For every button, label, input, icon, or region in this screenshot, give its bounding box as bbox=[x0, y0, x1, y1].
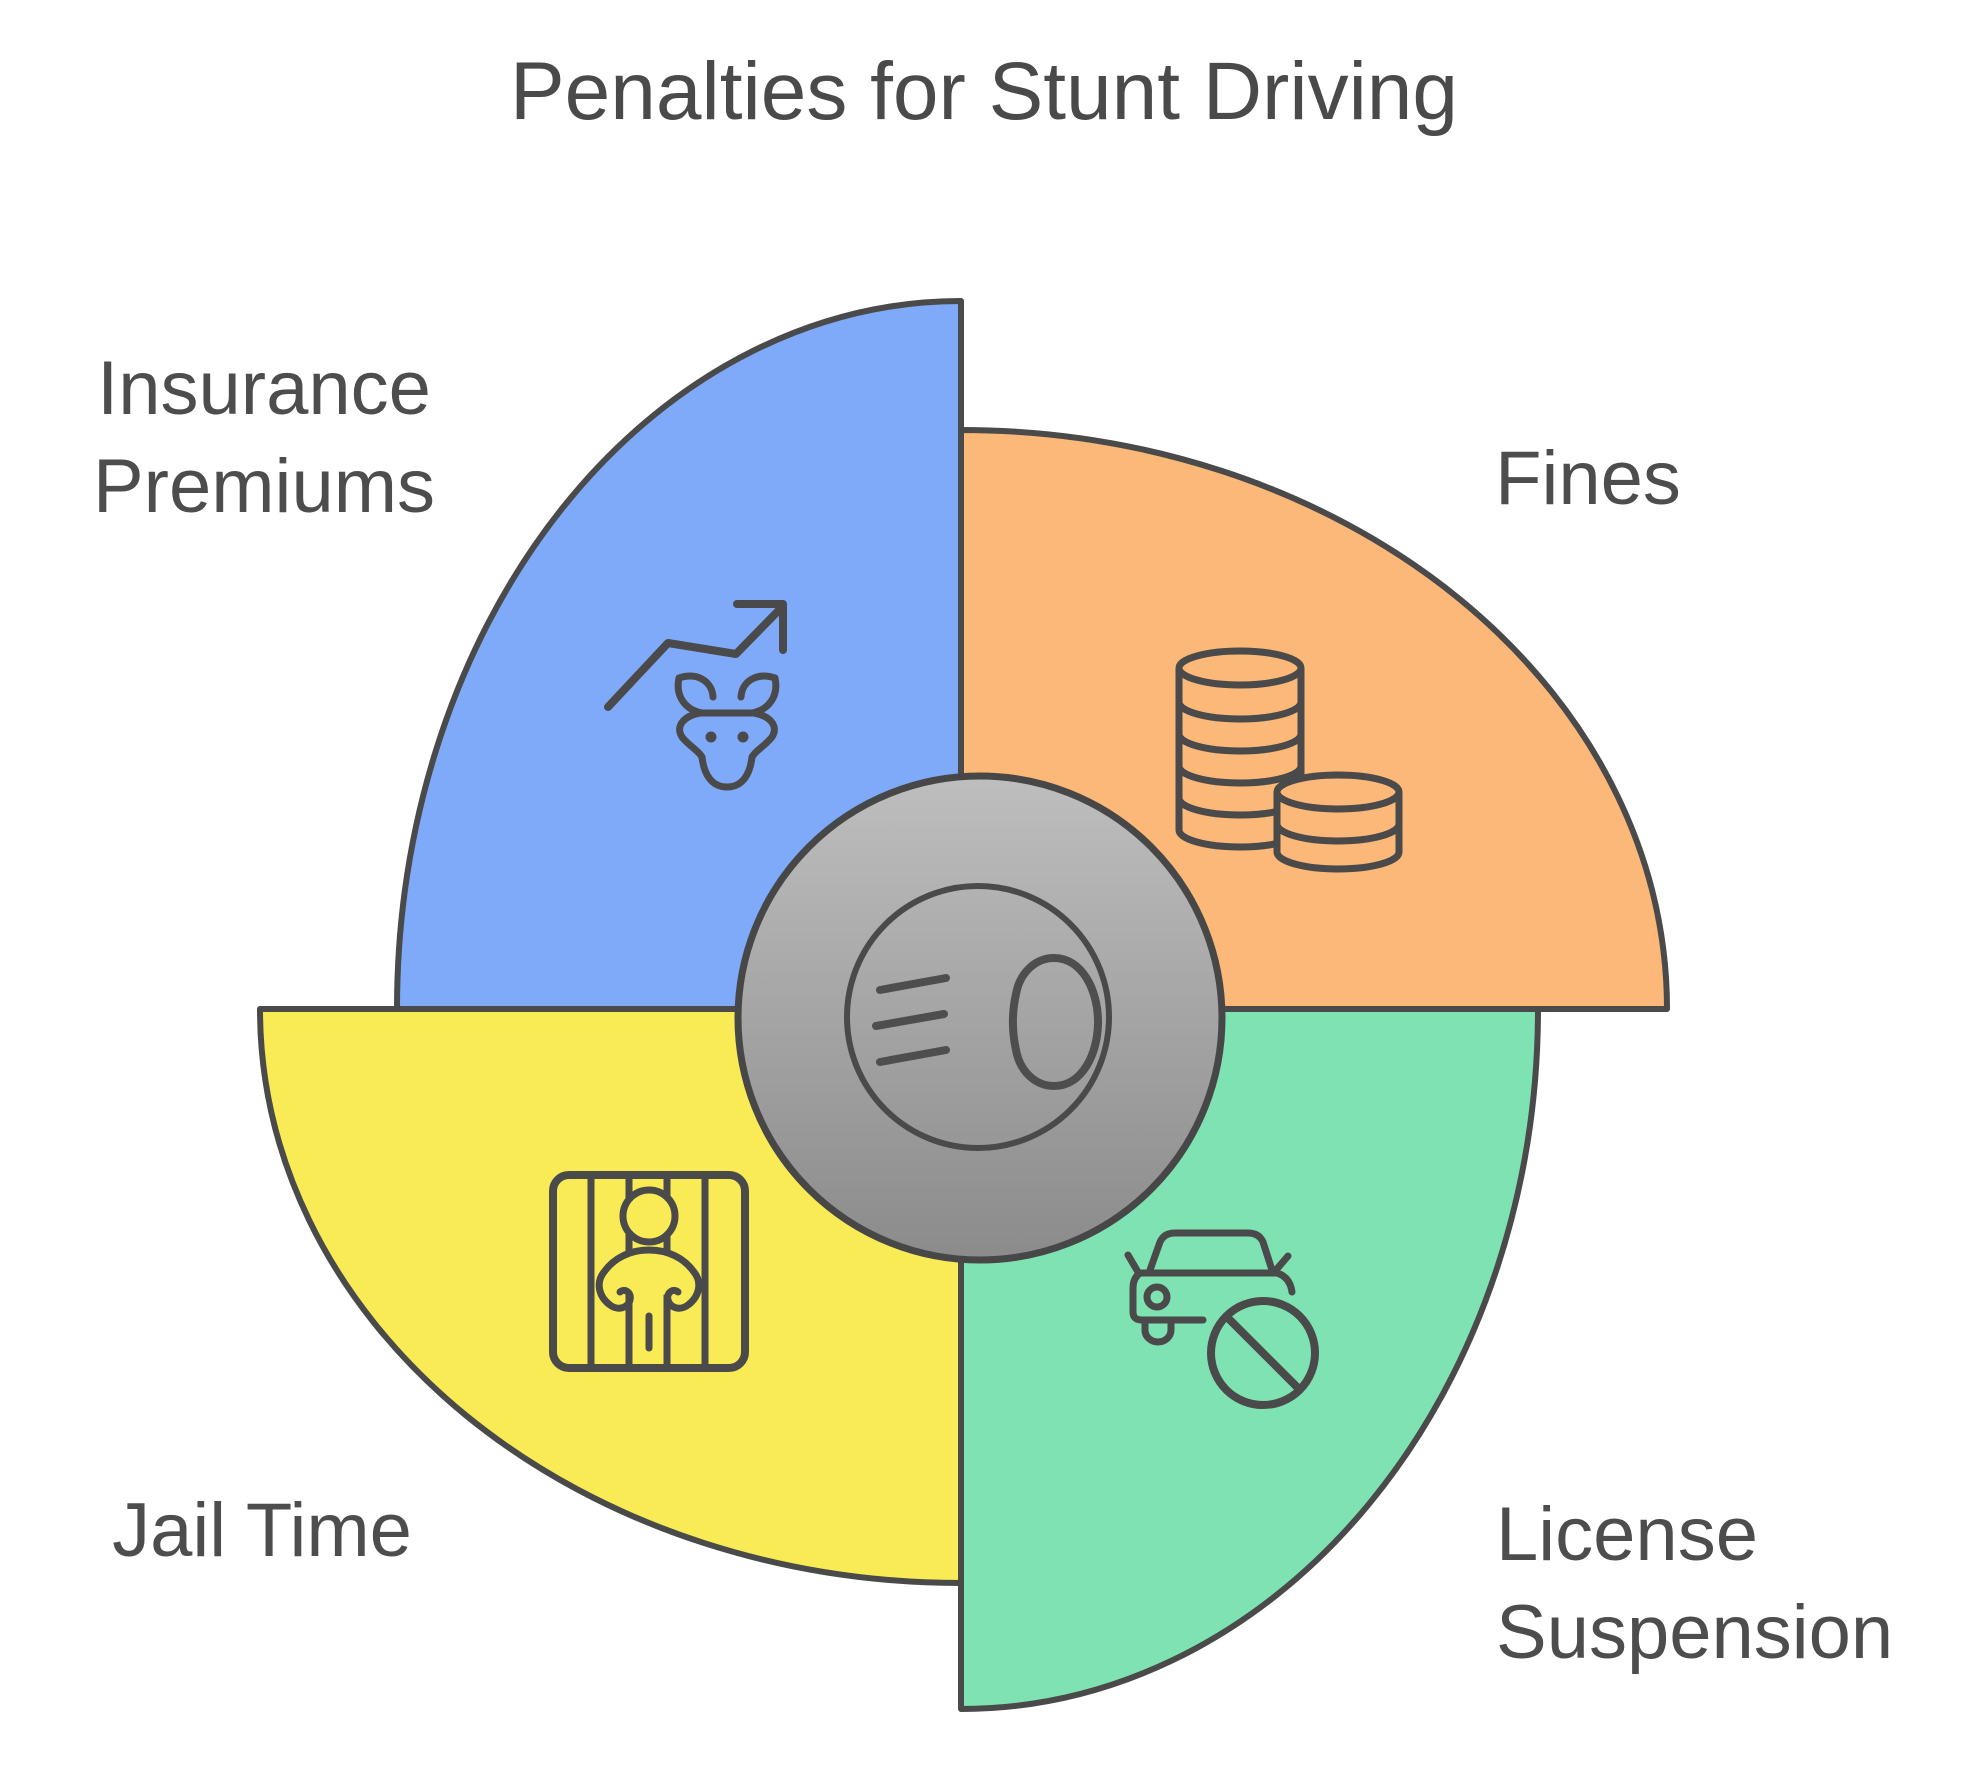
center-emblem bbox=[734, 772, 1226, 1264]
label-line: Suspension bbox=[1496, 1590, 1894, 1675]
label-fines: Fines bbox=[1495, 430, 1681, 528]
person-behind-bars-icon bbox=[549, 1171, 749, 1372]
label-line: Fines bbox=[1495, 436, 1681, 521]
label-insurance-premiums: Insurance Premiums bbox=[93, 340, 435, 536]
label-jail-time: Jail Time bbox=[112, 1482, 412, 1580]
label-line: Insurance bbox=[97, 346, 431, 431]
page-title: Penalties for Stunt Driving bbox=[509, 46, 1459, 137]
emblem-circle bbox=[734, 772, 1226, 1264]
emblem-inner-ring bbox=[844, 883, 1112, 1151]
label-line: Premiums bbox=[92, 444, 436, 529]
label-line: License bbox=[1496, 1492, 1758, 1577]
car-prohibited-icon bbox=[1124, 1229, 1319, 1409]
headlight-low-beam-icon bbox=[872, 954, 1102, 1090]
label-line: Jail Time bbox=[112, 1488, 412, 1573]
coin-stacks-icon bbox=[1175, 647, 1403, 873]
bull-market-rising-arrow-icon bbox=[604, 600, 787, 791]
label-license-suspension: License Suspension bbox=[1496, 1486, 1893, 1682]
